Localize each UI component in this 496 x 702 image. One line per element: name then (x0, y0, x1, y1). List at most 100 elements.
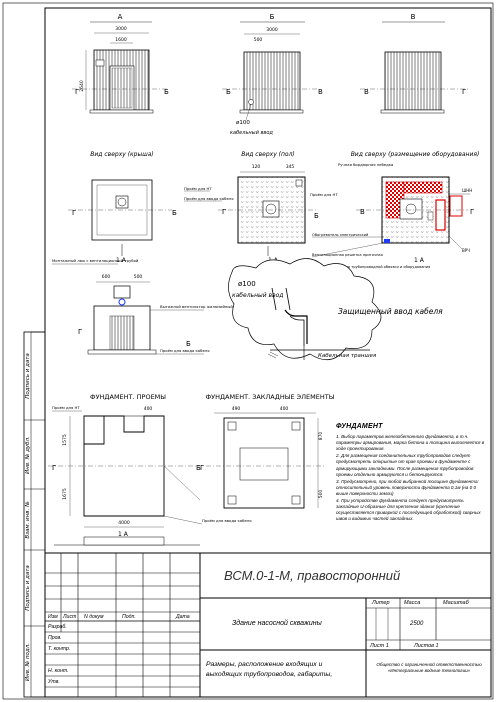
plan-floor: Вид сверху (пол) 120 345 Г Б Проём для Н… (184, 151, 338, 264)
section-detail: Монтажный люк с вентиляционной трубой 60… (52, 258, 233, 355)
note-3: 3. Предусмотрено, при любой выбранной то… (336, 478, 479, 496)
row-utv: Утв. (48, 679, 60, 685)
col-list: Лист (63, 614, 77, 620)
mass-value: 2500 (410, 621, 424, 627)
marker-v-3: В (360, 208, 365, 216)
detail-label-hatch: Проём для ввода кабеля (160, 348, 210, 353)
marker-g-1: Г (75, 88, 79, 96)
dim-500-b: 500 (254, 37, 263, 43)
marker-g-2: Г (462, 88, 466, 96)
marker-g-3: Г (72, 209, 76, 217)
detail-label-mast: Монтажный люк с вентиляционной трубой (52, 258, 139, 263)
note-1: 1. Выбор параметров железобетонного фунд… (336, 434, 485, 452)
foundation-title-2: ФУНДАМЕНТ. ЗАКЛАДНЫЕ ЭЛЕМЕНТЫ (206, 393, 335, 401)
stamp-cell-4: Подпись и дата (25, 565, 31, 611)
dim-2640: 2640 (79, 80, 85, 92)
section-label-v: В (411, 13, 416, 21)
dim-1600-a: 1600 (115, 37, 127, 43)
title-block-grid (44, 552, 492, 698)
equip-marker-a: 1 А (414, 257, 425, 264)
col-sign: Подп. (122, 614, 136, 620)
marker-v-1: В (318, 88, 323, 96)
hdr-mass: Масса (404, 600, 421, 606)
callout-diameter: ø100 (238, 280, 256, 288)
equip-label-valve: Зона размещения трубопроводной обвязки и… (316, 265, 430, 269)
col-date: Дата (176, 614, 190, 620)
detail-label-vent: Вытяжной вентилятор жалюзийный (160, 304, 233, 309)
plan-equipment: Вид сверху (размещение оборудования) Руч… (311, 151, 480, 269)
elevation-front: А 3000 1600 2640 Г Б (72, 13, 169, 114)
roof-marker-a: 1 А (116, 257, 127, 264)
stamp-cell-2: Инв. № дубл. (25, 436, 31, 474)
elevation-back: В В Г (360, 13, 468, 114)
marker-b-2: Б (226, 88, 231, 96)
marker-g-5: Г (470, 208, 474, 216)
foundation-label-hvs: Проём для НТ (52, 405, 80, 410)
note-2: 2. Для размещения соединительных трубопр… (336, 453, 474, 477)
emb-dim-870: 870 (318, 432, 324, 441)
company-name: Общество с ограниченной ответственностью… (376, 662, 482, 673)
side-stamp: Подпись и дата Инв. № дубл. Взам. инв. №… (23, 331, 46, 698)
equip-label-vru: ВРЧ (462, 248, 470, 253)
roof-title: Вид сверху (крыша) (90, 151, 153, 158)
dim-345: 345 (286, 164, 295, 170)
marker-b-4: Б (314, 212, 319, 220)
emb-dim-500: 500 (318, 490, 324, 499)
callout-title: Защищенный ввод кабеля (338, 307, 443, 316)
col-doc: N докум (84, 614, 104, 620)
hdr-liter: Литер (372, 600, 390, 606)
callout-cable-entry: кабельный ввод (232, 292, 283, 299)
detail-dim-500: 500 (134, 274, 143, 280)
col-izm: Изм (48, 614, 58, 620)
foundation-label-cable: Проём для ввода кабеля (202, 518, 252, 523)
marker-v-2: В (364, 88, 369, 96)
floor-label-pipe: Проём для НТ (184, 186, 212, 191)
emb-dim-490: 490 (232, 406, 241, 412)
diameter-100-top: ø100 (236, 120, 250, 126)
row-tkontr: Т. контр. (48, 646, 71, 652)
notes-heading: ФУНДАМЕНТ (336, 423, 383, 430)
section-label-b: Б (270, 13, 275, 21)
stamp-cell-5: Инв. № подл. (25, 643, 31, 681)
dim-3000-a: 3000 (115, 26, 127, 32)
foundation-dim-1575: 1575 (62, 434, 68, 446)
cable-entry-callout: ø100 кабельный ввод Защищенный ввод кабе… (228, 258, 443, 361)
emb-marker-g: Г (200, 464, 204, 472)
stamp-cell-1: Подпись и дата (25, 353, 31, 399)
emb-dim-400: 400 (280, 406, 289, 412)
foundation-marker-b: Б (196, 464, 201, 472)
foundation-dim-400: 400 (144, 406, 153, 412)
dim-3000-b: 3000 (266, 27, 278, 33)
stamp-cell-3: Взам. инв. № (25, 501, 31, 539)
doc-code: ВСМ.0-1-М, правосторонний (224, 568, 401, 583)
dim-120: 120 (252, 164, 261, 170)
foundation-embedded: ФУНДАМЕНТ. ЗАКЛАДНЫЕ ЭЛЕМЕНТЫ 490 400 87… (200, 393, 335, 509)
hdr-scale: Масштаб (443, 600, 469, 606)
marker-g-4: Г (222, 208, 226, 216)
floor-label-hvs: Проём для НТ (310, 192, 338, 197)
equip-label-handrail: Ручная бордюрная лебедка (338, 162, 393, 167)
equip-title: Вид сверху (размещение оборудования) (351, 151, 480, 158)
row-prov: Пров. (48, 635, 62, 641)
marker-b-1: Б (164, 88, 169, 96)
row-razrab: Разраб. (48, 624, 67, 630)
plan-roof: Вид сверху (крыша) Г Б 1 А (68, 151, 177, 264)
sheet-name: Размеры, расположение входящих и выходящ… (206, 661, 333, 678)
detail-dim-600: 600 (102, 274, 111, 280)
note-4: 4. При устройстве фундамента следует пре… (336, 498, 481, 522)
detail-marker-b: Б (186, 340, 191, 348)
object-name: Здание насосной скважины (232, 620, 322, 627)
equip-label-heater: Обогреватель электрический (312, 233, 369, 237)
detail-marker-g: Г (78, 328, 82, 336)
foundation-title-1: ФУНДАМЕНТ. ПРОЕМЫ (90, 393, 166, 401)
foundation-notes: ФУНДАМЕНТ 1. Выбор параметров железобето… (336, 423, 486, 523)
foundation-dim-1675: 1675 (62, 488, 68, 500)
foundation-marker-a: 1 А (118, 531, 129, 538)
equip-label-vent: Вентиляционная решетка приточная (312, 253, 383, 257)
row-nkontr: Н. конт. (48, 668, 69, 674)
floor-label-cable: Проём для ввода кабеля (184, 196, 234, 201)
sheet-label: Лист 1 (370, 643, 389, 649)
equip-label-shn: ШНН (462, 188, 472, 193)
